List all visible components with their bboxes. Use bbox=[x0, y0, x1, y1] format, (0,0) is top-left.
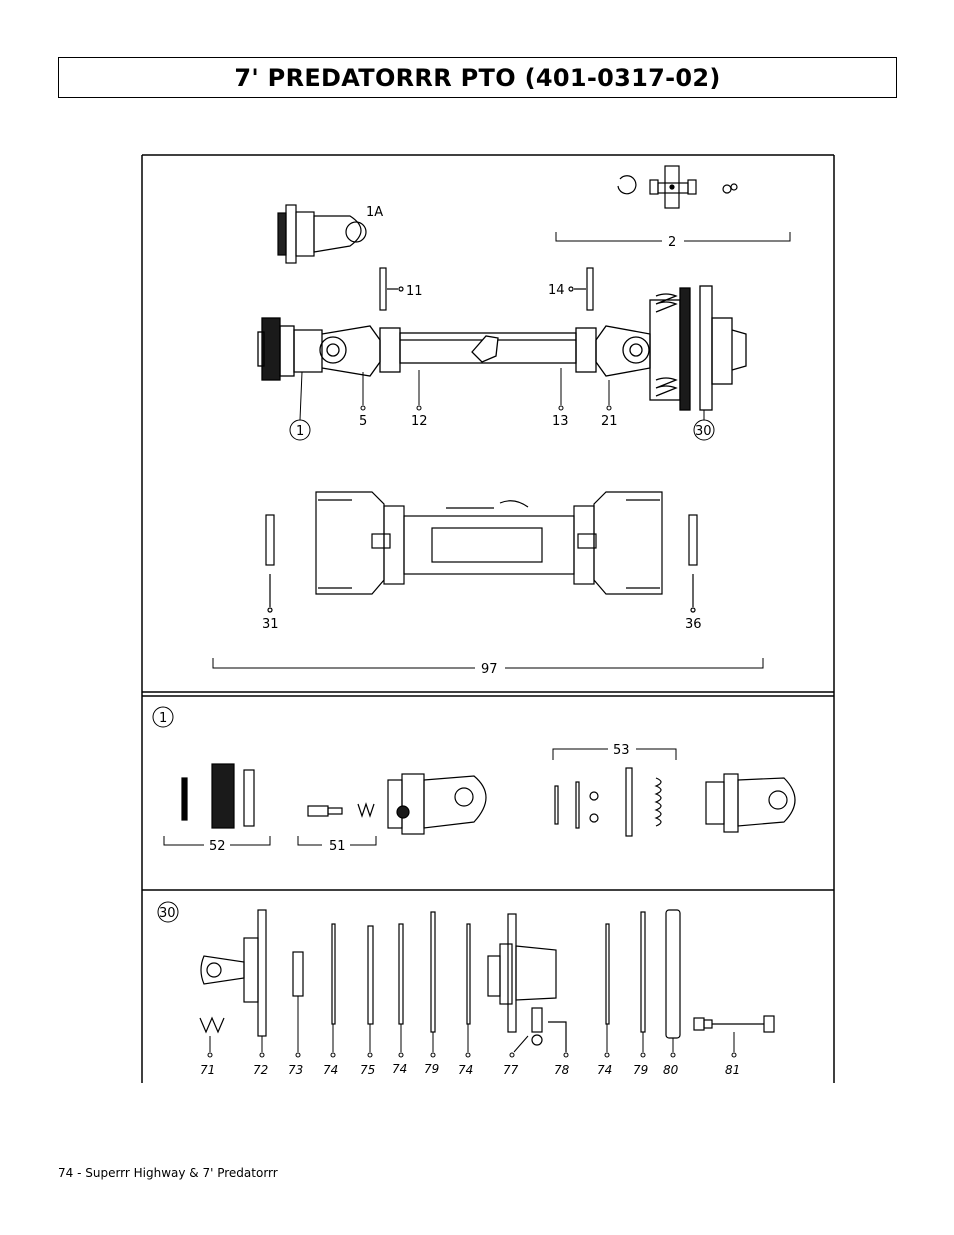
callout-52: 52 bbox=[209, 839, 226, 854]
callout-53: 53 bbox=[613, 743, 630, 758]
page-footer: 74 - Superrr Highway & 7' Predatorrr bbox=[58, 1166, 278, 1180]
part-label-74c: 74 bbox=[458, 1063, 473, 1077]
part-label-71: 71 bbox=[200, 1063, 215, 1077]
driveline-leaders bbox=[299, 368, 705, 421]
part-label-72: 72 bbox=[253, 1063, 268, 1077]
part-label-77: 77 bbox=[503, 1063, 519, 1077]
part-label-81: 81 bbox=[725, 1063, 740, 1077]
pin-14 bbox=[568, 267, 594, 311]
callout-51: 51 bbox=[329, 839, 346, 854]
callout-1: 1 bbox=[296, 424, 304, 439]
callout-30: 30 bbox=[695, 424, 712, 439]
part-label-79b: 79 bbox=[633, 1063, 648, 1077]
cross-kit-2-drawing bbox=[617, 165, 738, 209]
lock-kit-53 bbox=[554, 767, 662, 837]
collar-yoke-assembly bbox=[705, 773, 796, 833]
detail-30-leaders bbox=[207, 996, 737, 1058]
clutch-parts-exploded bbox=[199, 909, 775, 1052]
collar-kit-52 bbox=[181, 763, 255, 829]
part-label-79a: 79 bbox=[424, 1062, 439, 1076]
part-label-74d: 74 bbox=[597, 1063, 612, 1077]
shield-ring-36 bbox=[688, 514, 698, 613]
part-label-74a: 74 bbox=[323, 1063, 338, 1077]
shield-assembly bbox=[315, 491, 663, 595]
part-label-73: 73 bbox=[288, 1063, 303, 1077]
driveline-assembly bbox=[257, 285, 747, 411]
section-label-1: 1 bbox=[159, 711, 167, 726]
bracket-2 bbox=[555, 232, 791, 242]
callout-31: 31 bbox=[262, 617, 279, 632]
yoke-1a-drawing bbox=[277, 204, 367, 264]
diagram-frame bbox=[141, 154, 835, 1083]
callout-36: 36 bbox=[685, 617, 702, 632]
detail-30-labels: 71 72 73 74 75 74 79 74 77 78 74 79 80 8… bbox=[200, 1062, 740, 1077]
pin-spring-51 bbox=[307, 802, 375, 818]
page-title: 7' PREDATORRR PTO (401-0317-02) bbox=[234, 63, 721, 92]
bracket-51 bbox=[297, 836, 377, 846]
bracket-53 bbox=[552, 748, 677, 760]
callout-14: 14 bbox=[548, 283, 565, 298]
callout-21: 21 bbox=[601, 414, 618, 429]
part-label-74b: 74 bbox=[392, 1062, 407, 1076]
part-label-75: 75 bbox=[360, 1063, 375, 1077]
callout-5: 5 bbox=[359, 414, 367, 429]
callout-13: 13 bbox=[552, 414, 569, 429]
section-label-30: 30 bbox=[159, 906, 176, 921]
bracket-52 bbox=[163, 836, 271, 846]
part-label-78: 78 bbox=[554, 1063, 570, 1077]
callout-1a: 1A bbox=[366, 205, 383, 220]
callout-97: 97 bbox=[481, 662, 498, 677]
yoke-detail-1 bbox=[387, 773, 487, 835]
bracket-97 bbox=[212, 658, 764, 669]
callout-2: 2 bbox=[668, 235, 676, 250]
pin-11 bbox=[379, 267, 404, 311]
part-label-80: 80 bbox=[663, 1063, 679, 1077]
shield-ring-31 bbox=[265, 514, 275, 613]
callout-12: 12 bbox=[411, 414, 428, 429]
callout-11: 11 bbox=[406, 284, 423, 299]
page-title-box: 7' PREDATORRR PTO (401-0317-02) bbox=[58, 57, 897, 98]
